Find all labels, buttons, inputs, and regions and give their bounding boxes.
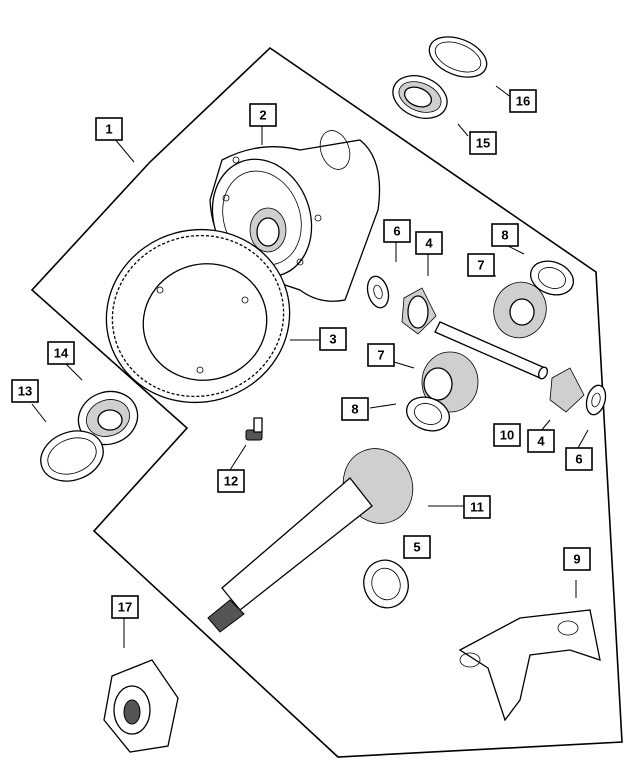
part-bearing-cone-15[interactable]	[387, 68, 454, 126]
callout-label: 4	[537, 434, 545, 449]
callout-label: 1	[105, 122, 112, 137]
part-bearing-cone-14[interactable]	[71, 383, 145, 452]
callout-4-lower: 4	[527, 429, 555, 453]
callout-label: 8	[501, 228, 508, 243]
callout-label: 10	[500, 428, 514, 443]
callout-14: 14	[47, 341, 75, 365]
part-bearing-cup-13[interactable]	[34, 423, 111, 490]
callout-label: 17	[118, 600, 132, 615]
callout-12: 12	[217, 469, 245, 493]
callout-label: 4	[425, 236, 433, 251]
part-thrust-washer-8-upper[interactable]	[526, 255, 578, 300]
callout-label: 6	[393, 224, 400, 239]
callout-label: 7	[377, 348, 384, 363]
part-ring-gear-3[interactable]	[87, 209, 309, 423]
callout-9: 9	[563, 547, 591, 571]
callout-13: 13	[11, 379, 39, 403]
callout-label: 11	[470, 500, 484, 515]
callout-label: 2	[259, 108, 266, 123]
callout-3: 3	[319, 327, 347, 351]
callout-6-lower: 6	[565, 447, 593, 471]
callout-16: 16	[509, 89, 537, 113]
callout-label: 14	[54, 346, 69, 361]
part-bearing-cup-16[interactable]	[423, 29, 492, 85]
part-pinion-gear-4-upper[interactable]	[401, 287, 437, 335]
callout-label: 12	[224, 474, 238, 489]
part-side-gear-7-lower[interactable]	[421, 351, 479, 413]
callout-1: 1	[95, 117, 123, 141]
callout-label: 9	[573, 552, 580, 567]
part-pinion-shaft-10[interactable]	[434, 321, 549, 380]
assembly-boundary-outline	[30, 46, 623, 758]
part-flange-17[interactable]	[103, 659, 179, 753]
callout-label: 16	[516, 94, 530, 109]
callout-10: 10	[493, 423, 521, 447]
part-side-gear-7-upper[interactable]	[486, 275, 554, 345]
part-thrust-washer-6-lower[interactable]	[583, 383, 608, 417]
callout-6-upper: 6	[383, 219, 411, 243]
callout-7-lower: 7	[367, 343, 395, 367]
part-bracket-9[interactable]	[458, 609, 601, 722]
part-drive-pinion-shaft-11[interactable]	[207, 437, 425, 633]
callout-7-upper: 7	[467, 253, 495, 277]
callout-2: 2	[249, 103, 277, 127]
part-bolt-12[interactable]	[245, 417, 263, 441]
callout-15: 15	[469, 131, 497, 155]
callout-11: 11	[463, 495, 491, 519]
callout-label: 15	[476, 136, 490, 151]
part-pinion-gear-4-lower[interactable]	[549, 367, 585, 413]
part-thrust-washer-6-upper[interactable]	[364, 274, 392, 310]
part-shim-5[interactable]	[357, 554, 415, 614]
callout-label: 3	[329, 332, 336, 347]
callout-8-upper: 8	[491, 223, 519, 247]
callout-label: 5	[413, 540, 420, 555]
part-thrust-washer-8-lower[interactable]	[402, 391, 454, 436]
callout-label: 6	[575, 452, 582, 467]
callout-label: 8	[351, 402, 358, 417]
callout-8-lower: 8	[341, 397, 369, 421]
callout-4-upper: 4	[415, 231, 443, 255]
callout-17: 17	[111, 595, 139, 619]
callout-5: 5	[403, 535, 431, 559]
callout-label: 13	[18, 384, 32, 399]
callout-label: 7	[477, 258, 484, 273]
